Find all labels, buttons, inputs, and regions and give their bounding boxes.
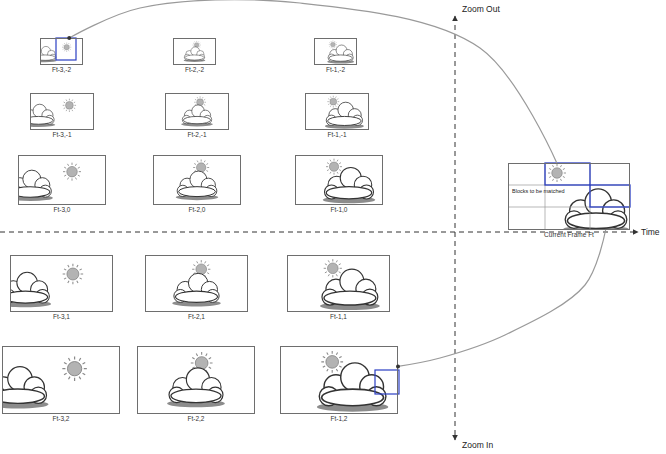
frame-box: Ft-1,0: [295, 155, 383, 205]
frame-box: Ft-1,2: [280, 346, 398, 414]
frame-box: Ft-2,-1: [165, 93, 229, 130]
frame-label: Ft-2,-2: [185, 66, 204, 73]
frame-box: Ft-3,1: [10, 255, 113, 312]
frame-label: Current Frame Ft: [544, 231, 594, 238]
frame-label: Ft-3,2: [53, 415, 70, 422]
frame-box: Ft-1,-1: [305, 93, 369, 130]
zoom-axis: [455, 16, 456, 440]
frame-label: Ft-1,2: [331, 415, 348, 422]
frame-scene: [0, 264, 83, 308]
frame-scene: [184, 41, 206, 62]
frame-label: Ft-1,-2: [326, 66, 345, 73]
frame-box: Ft-2,2: [137, 346, 255, 414]
frame-box: Ft-1,1: [287, 255, 390, 312]
axis-label: Time: [641, 227, 660, 237]
frame-scene: [320, 259, 380, 310]
block-grid: [508, 163, 630, 230]
frame-scene: [323, 159, 376, 204]
frame-label: Ft-3,-2: [52, 66, 71, 73]
frame-label: Ft-2,-1: [187, 131, 206, 138]
frame-label: Ft-3,0: [54, 206, 71, 213]
frame-label: Ft-3,-1: [52, 131, 71, 138]
match-curve: [398, 230, 606, 366]
frame-box: Ft-1,-2: [314, 38, 357, 65]
frame-box: Ft-3,0: [18, 155, 106, 205]
frame-scene: [172, 260, 220, 306]
frame-label: Ft-3,1: [53, 313, 70, 320]
matched-block: [56, 38, 76, 60]
block-note: Blocks to be matched: [512, 188, 565, 194]
frame-scene: [327, 40, 354, 63]
frame-scene: [317, 351, 388, 412]
frame-label: Ft-2,1: [188, 313, 205, 320]
frame-box: Ft-3,-2: [40, 38, 83, 65]
frame-label: Ft-1,0: [331, 206, 348, 213]
axis-label: Zoom In: [462, 440, 493, 450]
frame-scene: [325, 96, 364, 129]
frame-box: Ft-3,-1: [30, 93, 94, 130]
frame-box: Ft-2,-2: [173, 38, 216, 65]
frame-box: Ft-2,1: [145, 255, 248, 312]
frame-label: Ft-2,0: [189, 206, 206, 213]
axis-label: Zoom Out: [462, 4, 500, 14]
frame-scene: [176, 160, 219, 201]
frame-scene: [167, 352, 225, 407]
frame-box: Ft-3,2: [2, 346, 120, 414]
matched-block: [590, 185, 630, 207]
frame-label: Ft-2,2: [188, 415, 205, 422]
frame-scene: [181, 96, 212, 126]
time-axis: [0, 232, 638, 233]
frame-scene: [0, 356, 87, 408]
matched-block: [545, 163, 590, 185]
current-frame-box: Blocks to be matchedCurrent Frame Ft: [508, 163, 630, 230]
frame-label: Ft-1,-1: [327, 131, 346, 138]
match-curve: [69, 0, 557, 163]
frame-box: Ft-2,0: [153, 155, 241, 205]
frame-label: Ft-1,1: [330, 313, 347, 320]
matched-block: [375, 370, 399, 394]
current-frame-scene: [548, 164, 629, 234]
